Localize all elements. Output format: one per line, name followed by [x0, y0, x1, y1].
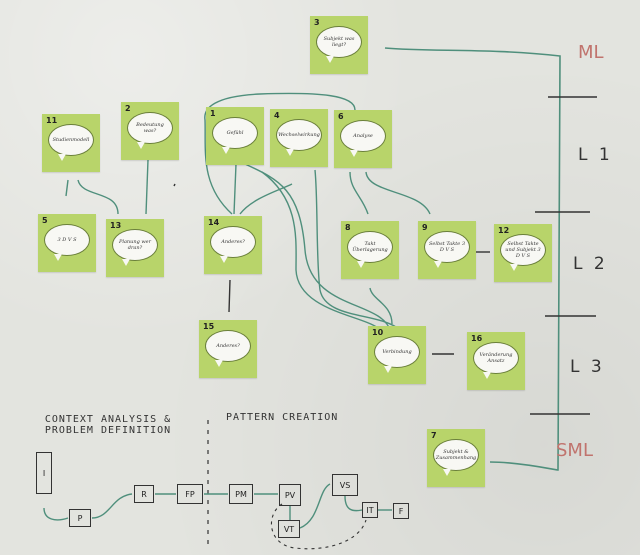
sticky-note-14: 14 Anderes?	[204, 216, 262, 274]
note-number: 5	[42, 216, 48, 225]
sticky-note-3: 3 Subjekt was liegt?	[310, 16, 368, 74]
note-text: Anderes?	[210, 226, 256, 258]
note-number: 15	[203, 322, 215, 331]
speech-tail-icon	[350, 150, 358, 157]
level-l1-label: L 1	[578, 145, 613, 165]
sticky-note-11: 11 Studienmodell	[42, 114, 100, 172]
speech-tail-icon	[357, 261, 365, 268]
note-text: Selbst Takte und Subjekt 3 D V S	[500, 234, 546, 266]
sticky-note-4: 4 Wechselwirkung	[270, 109, 328, 167]
speech-tail-icon	[220, 256, 228, 263]
flow-box-p: P	[69, 509, 91, 527]
note-number: 8	[345, 223, 351, 232]
speech-tail-icon	[222, 147, 230, 154]
speech-tail-icon	[58, 154, 66, 161]
note-text: Analyse	[340, 120, 386, 152]
flow-box-pm: PM	[229, 484, 253, 504]
flow-box-fp: FP	[177, 484, 203, 504]
note-text: Planung wer dran?	[112, 229, 158, 261]
speech-tail-icon	[286, 149, 294, 156]
sticky-note-2: 2 Bedeutung was?	[121, 102, 179, 160]
note-number: 12	[498, 226, 510, 235]
flow-box-pv: PV	[279, 484, 301, 506]
note-text: Wechselwirkung	[276, 119, 322, 151]
note-text: Bedeutung was?	[127, 112, 173, 144]
sticky-note-15: 15 Anderes?	[199, 320, 257, 378]
speech-tail-icon	[434, 261, 442, 268]
speech-tail-icon	[122, 259, 130, 266]
note-number: 14	[208, 218, 220, 227]
level-l2-label: L 2	[573, 254, 608, 274]
note-text: Verbindung	[374, 336, 420, 368]
note-text: Subjekt was liegt?	[316, 26, 362, 58]
note-text: Selbst Takte 3 D V S	[424, 231, 470, 263]
sticky-note-9: 9 Selbst Takte 3 D V S	[418, 221, 476, 279]
note-number: 16	[471, 334, 483, 343]
note-text: Takt Überlagerung	[347, 231, 393, 263]
speech-tail-icon	[326, 56, 334, 63]
level-sml-label: SML	[556, 440, 593, 461]
flow-box-vt: VT	[278, 520, 300, 538]
speech-tail-icon	[510, 264, 518, 271]
sticky-note-8: 8 Takt Überlagerung	[341, 221, 399, 279]
flow-box-it: IT	[362, 502, 378, 518]
speech-tail-icon	[483, 372, 491, 379]
sticky-note-5: 5 3 D V S	[38, 214, 96, 272]
sticky-note-10: 10 Verbindung	[368, 326, 426, 384]
sticky-note-7: 7 Subjekt & Zusammenhang	[427, 429, 485, 487]
sticky-note-12: 12 Selbst Takte und Subjekt 3 D V S	[494, 224, 552, 282]
level-l3-label: L 3	[570, 357, 605, 377]
note-number: 2	[125, 104, 131, 113]
note-number: 11	[46, 116, 58, 125]
flow-box-r: R	[134, 485, 154, 503]
note-number: 7	[431, 431, 437, 440]
note-number: 13	[110, 221, 122, 230]
speech-tail-icon	[443, 469, 451, 476]
note-text: Veränderung Ansatz	[473, 342, 519, 374]
speech-tail-icon	[137, 142, 145, 149]
note-number: 9	[422, 223, 428, 232]
pattern-creation-heading: PATTERN CREATION	[226, 412, 339, 423]
speech-tail-icon	[54, 254, 62, 261]
note-number: 3	[314, 18, 320, 27]
sticky-note-13: 13 Planung wer dran?	[106, 219, 164, 277]
flow-box-i: I	[36, 452, 52, 494]
note-text: Anderes?	[205, 330, 251, 362]
note-text: Studienmodell	[48, 124, 94, 156]
speech-tail-icon	[215, 360, 223, 367]
note-text: Gefühl	[212, 117, 258, 149]
note-number: 6	[338, 112, 344, 121]
note-text: Subjekt & Zusammenhang	[433, 439, 479, 471]
sticky-note-1: 1 Gefühl	[206, 107, 264, 165]
sticky-note-16: 16 Veränderung Ansatz	[467, 332, 525, 390]
level-ml-label: ML	[578, 42, 604, 63]
context-analysis-heading: CONTEXT ANALYSIS & PROBLEM DEFINITION	[44, 414, 172, 436]
note-number: 10	[372, 328, 384, 337]
sticky-note-6: 6 Analyse	[334, 110, 392, 168]
flow-box-vs: VS	[332, 474, 358, 496]
note-number: 4	[274, 111, 280, 120]
note-number: 1	[210, 109, 216, 118]
speech-tail-icon	[384, 366, 392, 373]
note-text: 3 D V S	[44, 224, 90, 256]
flow-box-f: F	[393, 503, 409, 519]
